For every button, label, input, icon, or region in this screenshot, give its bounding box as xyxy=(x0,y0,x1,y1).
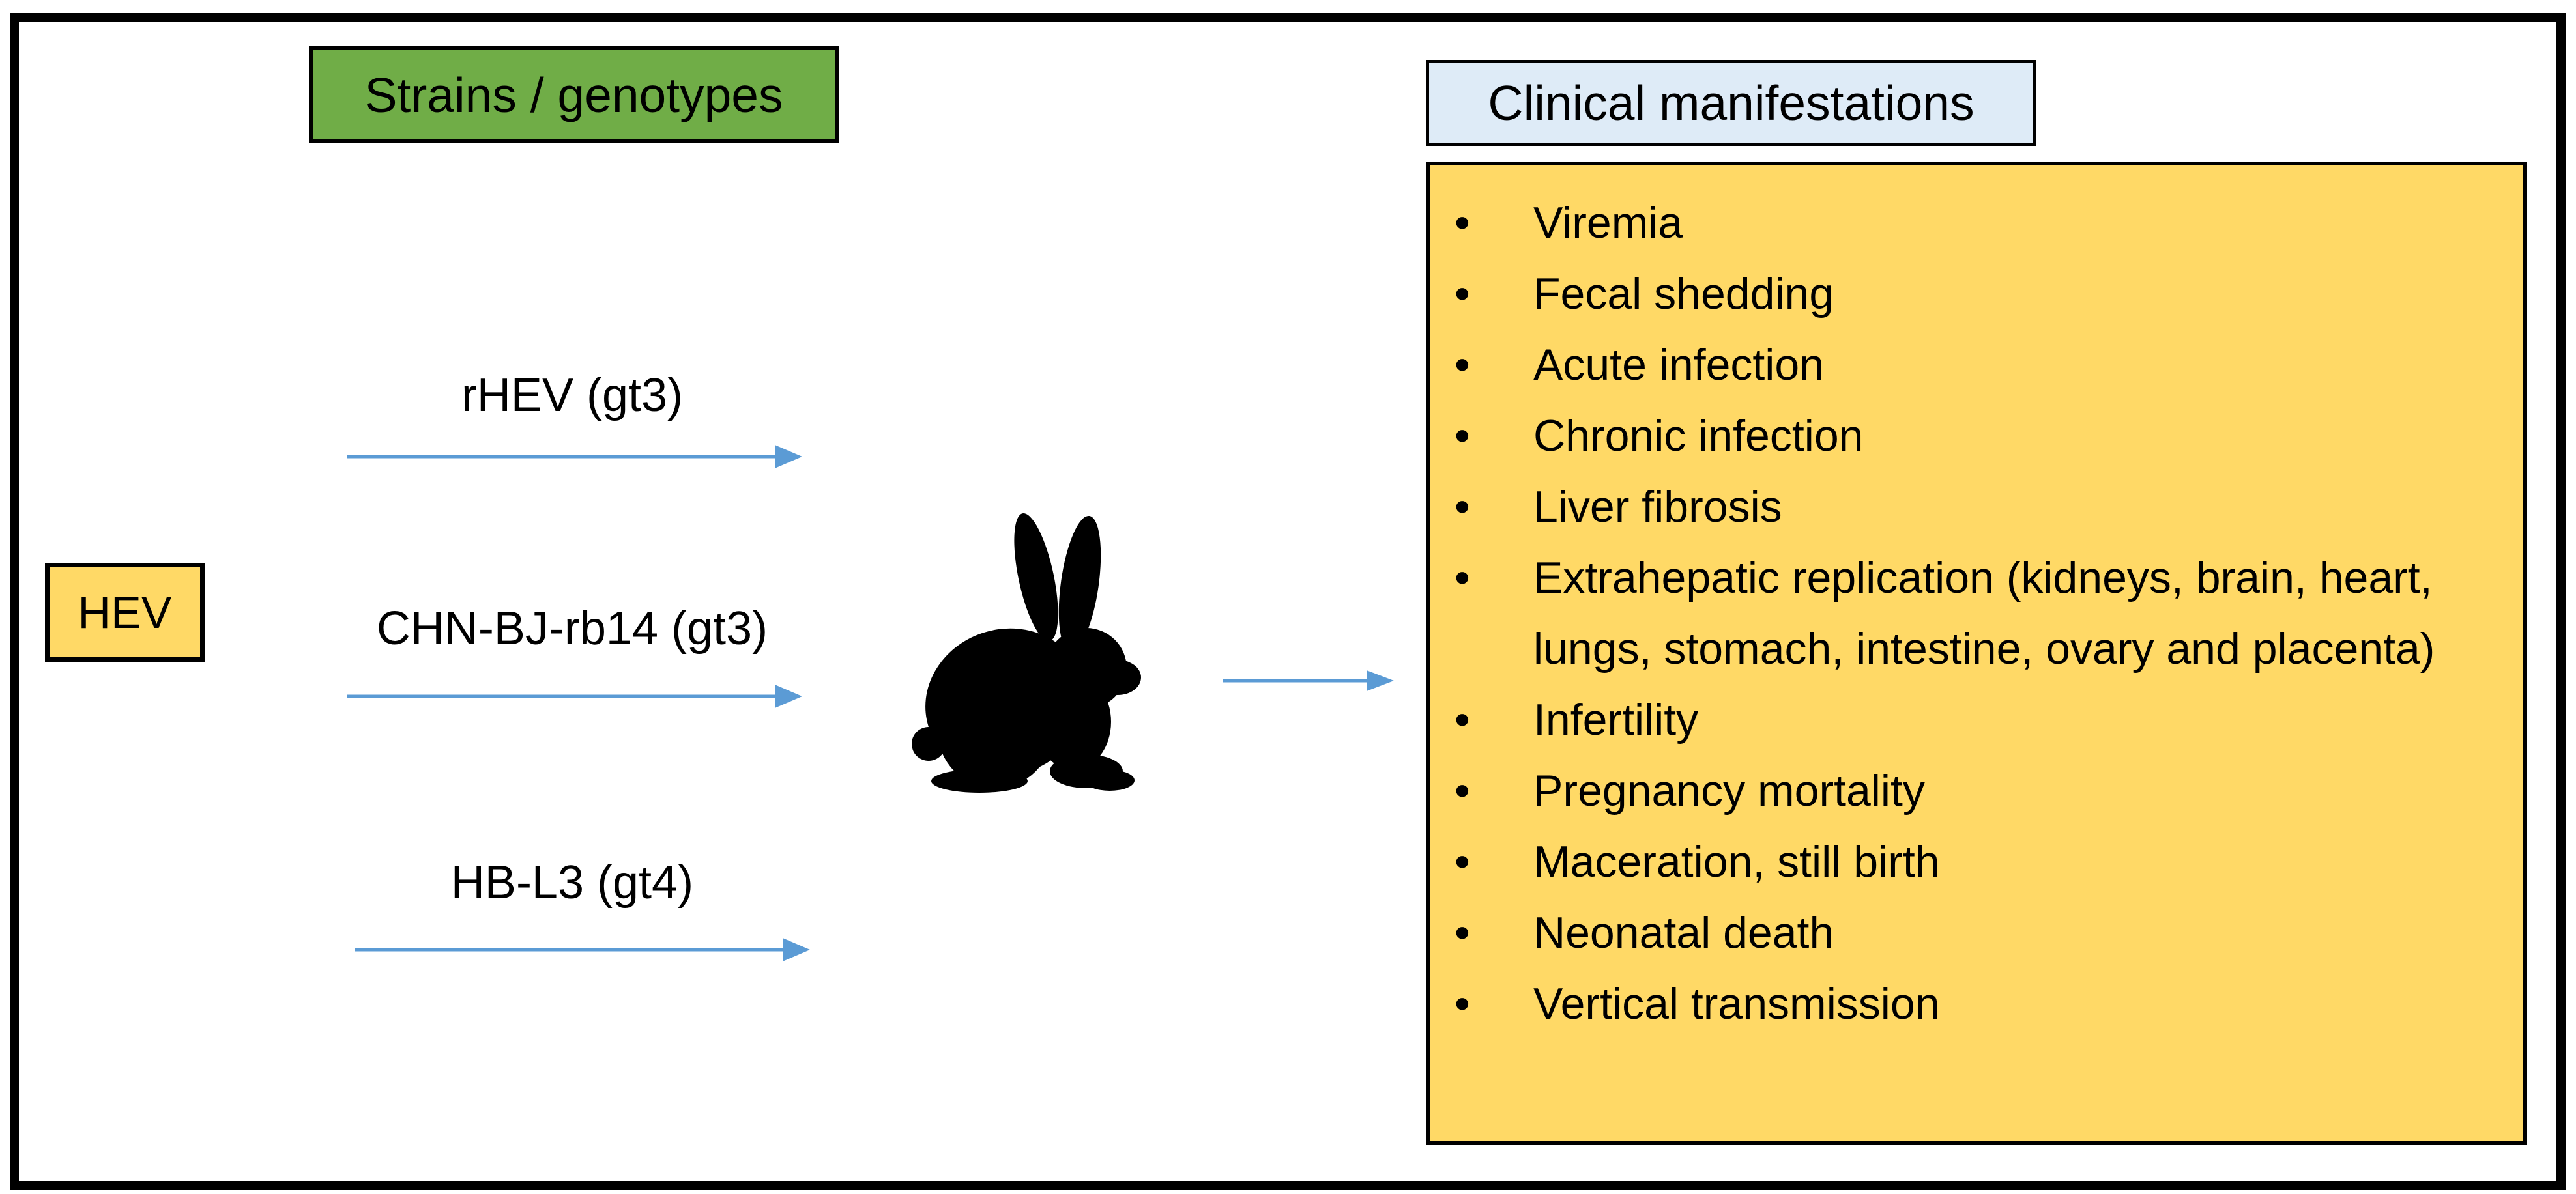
list-item: Vertical transmission xyxy=(1430,969,2508,1040)
hev-source-box: HEV xyxy=(45,563,205,662)
strain-arrow-2 xyxy=(347,685,802,708)
rabbit-silhouette-icon xyxy=(912,513,1141,793)
strain-label-hb-l3: HB-L3 (gt4) xyxy=(450,857,694,909)
figure-border xyxy=(10,13,2566,1190)
list-item: Fecal shedding xyxy=(1430,259,2508,330)
list-item: Acute infection xyxy=(1430,330,2508,401)
clinical-manifestations-box: Viremia Fecal shedding Acute infection C… xyxy=(1426,162,2527,1145)
list-item: Chronic infection xyxy=(1430,401,2508,472)
hev-label: HEV xyxy=(78,587,172,638)
list-item: Pregnancy mortality xyxy=(1430,756,2508,827)
strain-arrow-1 xyxy=(347,445,802,468)
list-item: Maceration, still birth xyxy=(1430,827,2508,898)
clinical-manifestations-header: Clinical manifestations xyxy=(1426,60,2036,146)
strain-label-rhev: rHEV (gt3) xyxy=(461,369,684,421)
strain-label-chn-bj-rb14: CHN-BJ-rb14 (gt3) xyxy=(376,603,768,655)
strain-arrow-3 xyxy=(355,938,810,961)
list-item: Neonatal death xyxy=(1430,898,2508,969)
clinical-manifestations-header-label: Clinical manifestations xyxy=(1488,76,1975,130)
list-item: Viremia xyxy=(1430,188,2508,259)
clinical-manifestations-list: Viremia Fecal shedding Acute infection C… xyxy=(1430,165,2523,1040)
list-item: Liver fibrosis xyxy=(1430,472,2508,543)
host-to-manifestations-arrow xyxy=(1223,670,1394,691)
list-item: Infertility xyxy=(1430,685,2508,756)
strains-genotypes-header: Strains / genotypes xyxy=(309,46,839,143)
list-item: Extrahepatic replication (kidneys, brain… xyxy=(1430,543,2508,685)
strains-genotypes-header-label: Strains / genotypes xyxy=(364,67,783,122)
